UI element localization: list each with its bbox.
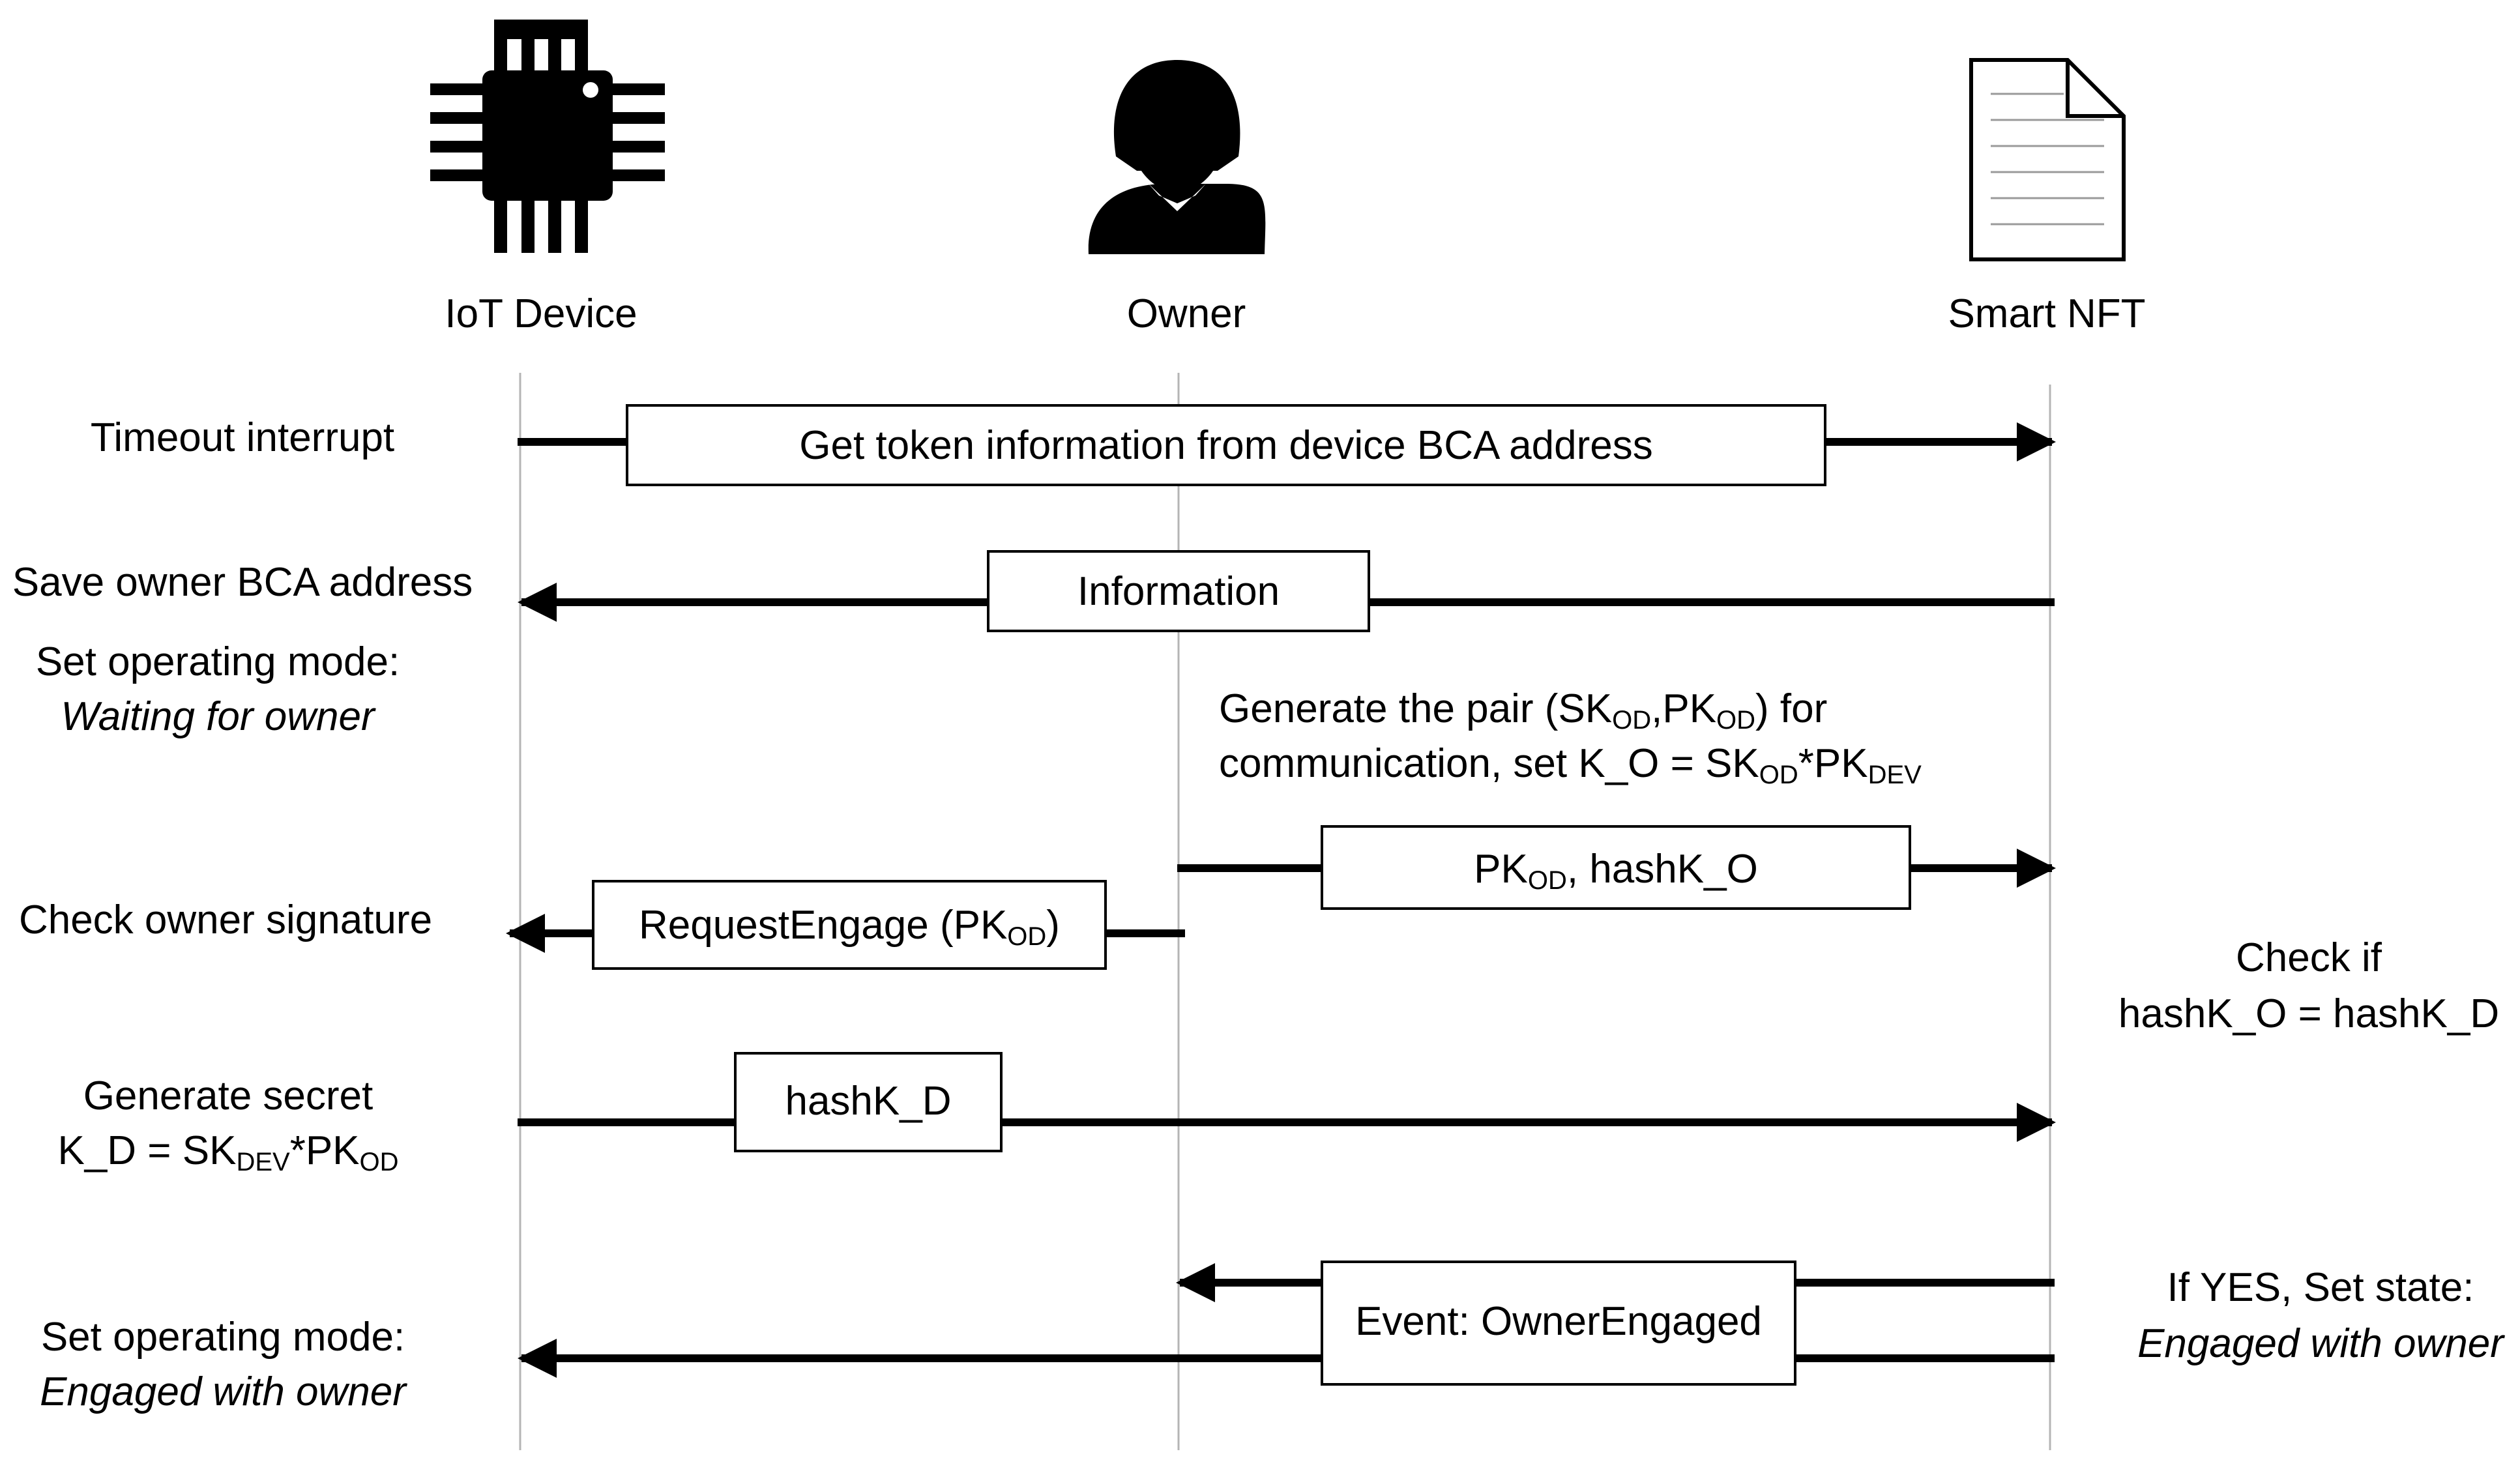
message-get-token-info: Get token information from device BCA ad… bbox=[518, 404, 2056, 486]
note-set-operating-mode-1: Set operating mode: bbox=[36, 639, 400, 684]
actor-label-iot: IoT Device bbox=[445, 291, 637, 336]
note-generate-secret-1: Generate secret bbox=[83, 1073, 374, 1118]
message-owner-engaged-event: Event: OwnerEngaged bbox=[518, 1261, 2055, 1386]
message-label: Get token information from device BCA ad… bbox=[799, 423, 1653, 468]
note-timeout-interrupt: Timeout interrupt bbox=[91, 415, 394, 460]
message-hashkd: hashK_D bbox=[518, 1052, 2056, 1152]
document-icon bbox=[1969, 58, 2126, 261]
microchip-icon bbox=[430, 20, 665, 253]
note-check-if-1: Check if bbox=[2236, 935, 2382, 980]
message-label: RequestEngage (PKOD) bbox=[639, 903, 1060, 951]
actor-label-owner: Owner bbox=[1127, 291, 1246, 336]
note-waiting-for-owner: Waiting for owner bbox=[61, 694, 376, 739]
note-engaged-with-owner-right: Engaged with owner bbox=[2137, 1321, 2505, 1366]
message-label: hashK_D bbox=[785, 1079, 951, 1124]
message-label: Information bbox=[1077, 569, 1280, 614]
note-engaged-with-owner-left: Engaged with owner bbox=[40, 1369, 407, 1414]
note-generate-secret-2: K_D = SKDEV*PKOD bbox=[57, 1128, 398, 1176]
message-information: Information bbox=[518, 550, 2055, 632]
person-icon bbox=[1088, 60, 1266, 254]
note-generate-pair-line2: communication, set K_O = SKOD*PKDEV bbox=[1219, 741, 1922, 789]
message-request-engage: RequestEngage (PKOD) bbox=[506, 880, 1185, 970]
message-label: Event: OwnerEngaged bbox=[1355, 1299, 1762, 1344]
note-check-if-2: hashK_O = hashK_D bbox=[2118, 991, 2499, 1036]
actor-label-nft: Smart NFT bbox=[1948, 291, 2145, 336]
note-generate-pair-line1: Generate the pair (SKOD,PKOD) for bbox=[1219, 686, 1827, 735]
message-label: PKOD, hashK_O bbox=[1474, 847, 1758, 895]
note-set-operating-mode-2: Set operating mode: bbox=[41, 1315, 405, 1360]
message-pkod-hashko: PKOD, hashK_O bbox=[1177, 825, 2056, 910]
note-check-owner-signature: Check owner signature bbox=[19, 897, 432, 942]
note-if-yes-set-state: If YES, Set state: bbox=[2167, 1265, 2474, 1310]
note-save-owner-address: Save owner BCA address bbox=[12, 560, 473, 605]
